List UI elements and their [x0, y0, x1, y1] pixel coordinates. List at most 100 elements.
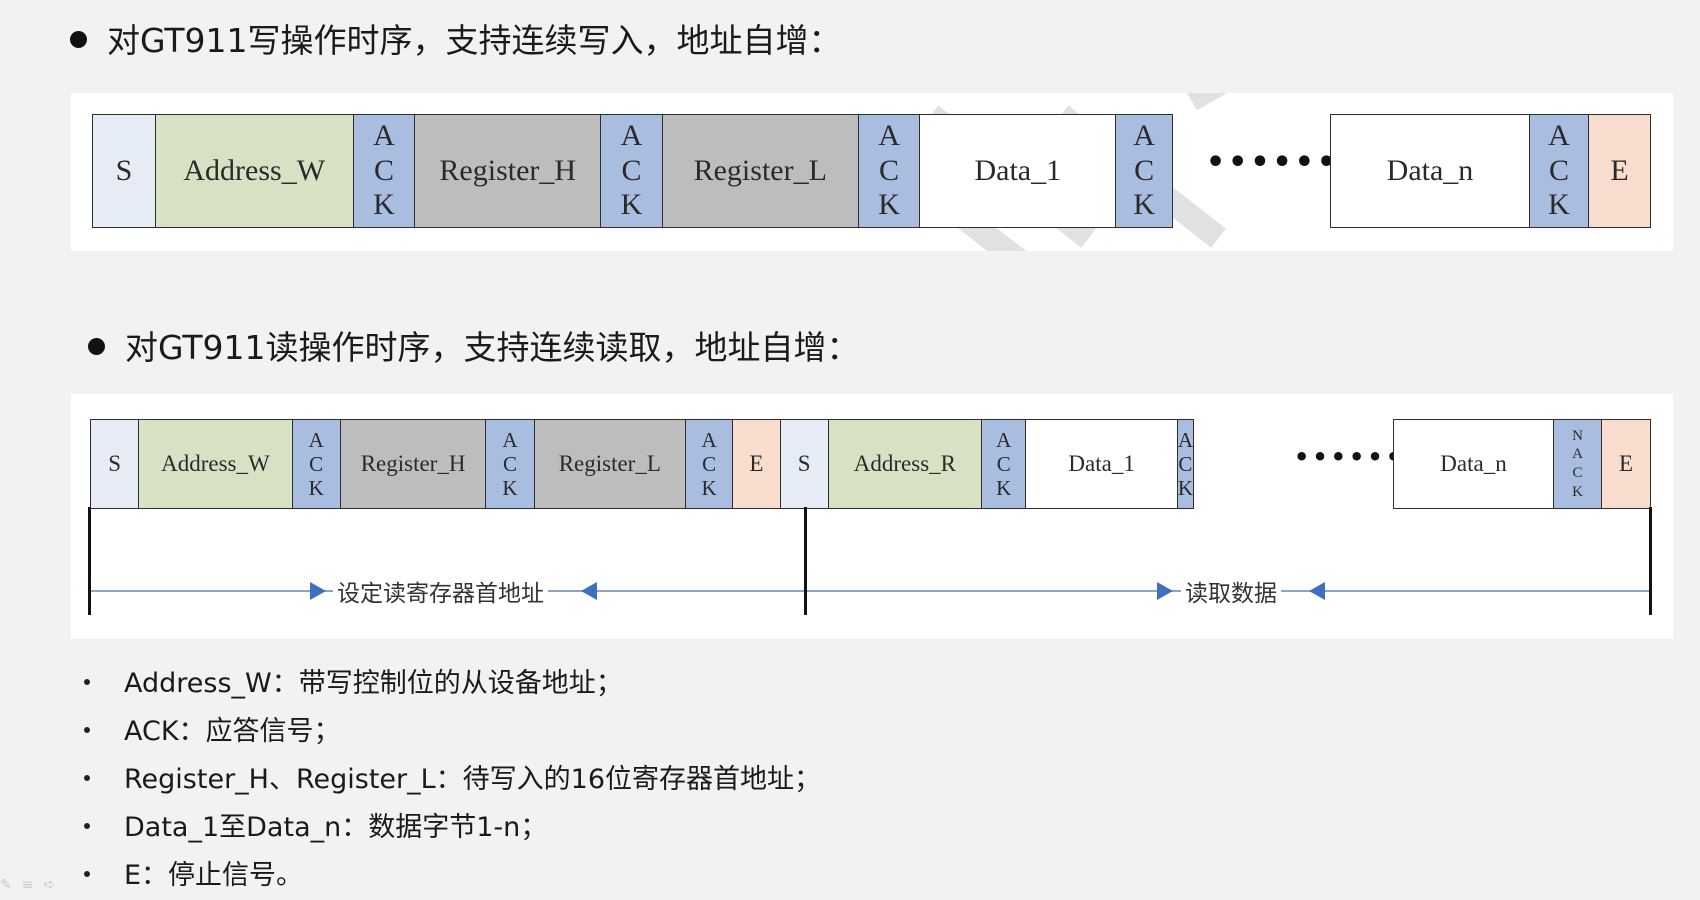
nack-letter: K	[1572, 483, 1583, 500]
ack-letter: A	[308, 427, 324, 452]
nack-letter: N	[1572, 427, 1583, 444]
start-cell: S	[93, 115, 156, 227]
watermark-stroke	[1185, 93, 1301, 111]
ellipsis-dots: ••••••	[1294, 443, 1405, 471]
address-w-cell: Address_W	[139, 420, 293, 508]
pen-icon[interactable]: ✎	[0, 877, 22, 893]
span-boundary-line	[1649, 507, 1652, 615]
ack-letter: K	[620, 188, 643, 222]
data-1-label: Data_1	[1068, 451, 1135, 476]
address-r-cell: Address_R	[828, 420, 983, 508]
register-l-label: Register_L	[558, 451, 661, 476]
ack-letter: K	[308, 476, 324, 501]
ack-letter: C	[502, 451, 517, 476]
stop-cell: E	[733, 420, 781, 508]
data-n-cell: Data_n	[1394, 420, 1554, 508]
note-item: Address_W：带写控制位的从设备地址；	[84, 660, 821, 708]
note-text: ACK：应答信号；	[124, 716, 341, 747]
ack-letter: A	[373, 119, 395, 153]
note-item: ACK：应答信号；	[84, 708, 821, 756]
note-text: Register_H、Register_L：待写入的16位寄存器首地址；	[124, 764, 822, 795]
ack-letter: A	[1133, 119, 1155, 153]
note-text: Address_W：带写控制位的从设备地址；	[124, 668, 623, 699]
address-w-label: Address_W	[183, 154, 326, 187]
ack-letter: C	[879, 153, 900, 187]
ack-letter: A	[996, 427, 1012, 452]
data-n-cell: Data_n	[1331, 115, 1530, 227]
read-timing-title: 对GT911读操作时序，支持连续读取，地址自增：	[125, 328, 860, 367]
register-l-cell: Register_L	[662, 115, 859, 227]
bullet-icon	[84, 678, 90, 685]
ack-letter: C	[1178, 451, 1193, 476]
note-item: E：停止信号。	[84, 852, 821, 900]
left-arrow-icon	[581, 582, 597, 600]
note-text: Data_1至Data_n：数据字节1-n；	[124, 812, 548, 843]
note-item: Register_H、Register_L：待写入的16位寄存器首地址；	[84, 756, 821, 804]
note-item: Data_1至Data_n：数据字节1-n；	[84, 804, 821, 852]
ack-letter: K	[1548, 188, 1570, 222]
ack-letter: K	[1133, 188, 1155, 222]
ack-letter: C	[1134, 153, 1155, 187]
bullet-icon	[84, 822, 90, 829]
next-icon[interactable]: ➪	[43, 877, 66, 893]
data-1-cell: Data_1	[1026, 420, 1178, 508]
bullet-icon	[70, 31, 87, 48]
note-text: E：停止信号。	[124, 860, 304, 891]
register-l-label: Register_L	[693, 154, 827, 187]
corner-toolbar-icons[interactable]: ✎≡➪	[0, 877, 65, 893]
stop-label: E	[1610, 154, 1629, 187]
ack-letter: K	[878, 188, 900, 222]
right-arrow-icon	[1157, 582, 1173, 600]
span-2-label: 读取数据	[1181, 574, 1281, 608]
start-label: S	[797, 451, 811, 476]
write-timing-title: 对GT911写操作时序，支持连续写入，地址自增：	[107, 21, 842, 60]
register-h-cell: Register_H	[415, 115, 602, 227]
bullet-icon	[84, 870, 90, 877]
span-1-label: 设定读寄存器首地址	[333, 574, 548, 608]
ack-letter: C	[1548, 153, 1569, 187]
start-label: S	[115, 154, 133, 187]
ack-letter: A	[620, 119, 643, 153]
stop-label: E	[749, 451, 764, 476]
ack-letter: C	[996, 451, 1011, 476]
stop-cell: E	[1589, 115, 1650, 227]
ack-letter: K	[502, 476, 518, 501]
data-1-cell: Data_1	[920, 115, 1117, 227]
register-l-cell: Register_L	[534, 420, 686, 508]
menu-icon[interactable]: ≡	[21, 877, 44, 893]
start-label: S	[108, 451, 122, 476]
write-timing-heading: 对GT911写操作时序，支持连续写入，地址自增：	[70, 21, 842, 61]
nack-letter: C	[1572, 465, 1583, 481]
ack-letter: A	[1177, 427, 1193, 452]
span-boundary-line	[804, 507, 807, 615]
stop-label: E	[1618, 451, 1634, 476]
ack-letter: K	[701, 476, 717, 501]
register-h-label: Register_H	[439, 154, 577, 187]
address-w-label: Address_W	[161, 451, 270, 476]
stop-cell: E	[1602, 420, 1650, 508]
ack-letter: A	[502, 427, 518, 452]
bullet-icon	[88, 338, 105, 355]
bullet-icon	[84, 774, 90, 781]
register-h-label: Register_H	[360, 451, 466, 476]
read-timing-heading: 对GT911读操作时序，支持连续读取，地址自增：	[88, 328, 860, 368]
legend-notes: Address_W：带写控制位的从设备地址； ACK：应答信号； Registe…	[84, 660, 821, 900]
ack-letter: C	[702, 451, 717, 476]
ack-letter: C	[373, 153, 394, 187]
ack-letter: K	[1177, 476, 1193, 501]
